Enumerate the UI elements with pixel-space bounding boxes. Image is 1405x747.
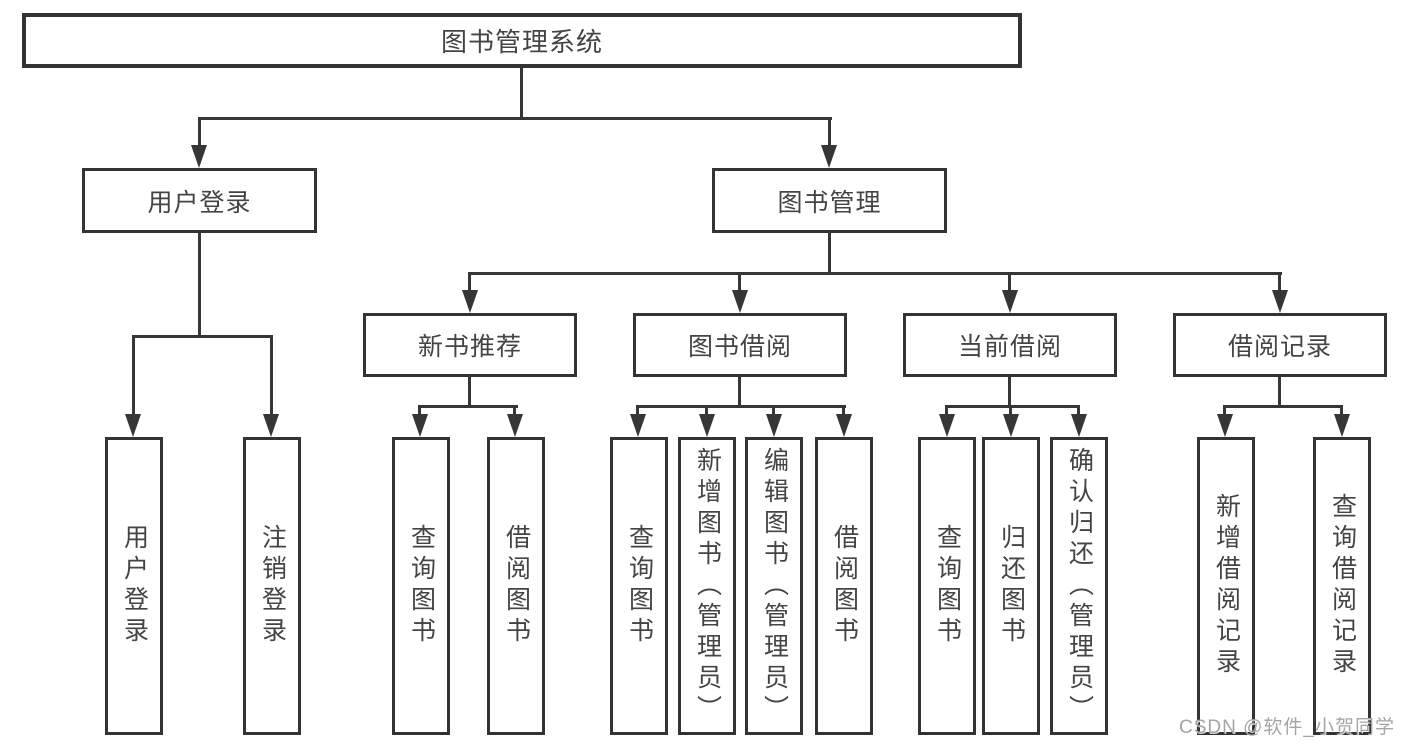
- connector-vline: [1223, 405, 1226, 417]
- node-root: 图书管理系统: [22, 13, 1022, 68]
- leaf-label: 归还图书: [997, 524, 1026, 648]
- leaf-search-borrow-record: 查询借阅记录: [1313, 437, 1371, 735]
- node-label: 图书管理: [777, 188, 882, 217]
- leaf-label: 查询图书: [933, 524, 962, 648]
- arrowhead-down-icon: [732, 290, 748, 313]
- leaf-search-books-recommend: 查询图书: [392, 437, 450, 735]
- arrowhead-down-icon: [699, 414, 715, 437]
- leaf-label: 编辑图书（管理员）: [760, 446, 789, 726]
- arrowhead-down-icon: [939, 414, 955, 437]
- leaf-logout: 注销登录: [243, 437, 301, 735]
- connector-vline: [468, 377, 471, 408]
- node-label: 新书推荐: [417, 333, 522, 361]
- arrowhead-down-icon: [1334, 414, 1350, 437]
- arrowhead-down-icon: [125, 414, 141, 437]
- connector-hline: [418, 405, 518, 408]
- connector-vline: [738, 272, 741, 293]
- connector-vline: [1278, 377, 1281, 408]
- node-book-management: 图书管理: [712, 168, 947, 233]
- node-new-book-recommendation: 新书推荐: [363, 313, 577, 377]
- connector-hline: [198, 117, 832, 120]
- arrowhead-down-icon: [630, 414, 646, 437]
- connector-vline: [418, 405, 421, 417]
- leaf-label: 注销登录: [258, 524, 287, 648]
- node-label: 图书借阅: [687, 333, 792, 361]
- connector-vline: [1008, 377, 1011, 408]
- leaf-search-books-borrowing: 查询图书: [610, 437, 668, 735]
- connector-vline: [1077, 405, 1080, 417]
- connector-vline: [198, 117, 201, 148]
- connector-vline: [828, 117, 831, 148]
- arrowhead-down-icon: [191, 145, 207, 168]
- arrowhead-down-icon: [1002, 290, 1018, 313]
- leaf-return-books: 归还图书: [982, 437, 1040, 735]
- connector-vline: [772, 405, 775, 417]
- connector-hline: [468, 272, 1282, 275]
- leaf-search-books-current: 查询图书: [918, 437, 976, 735]
- node-label: 当前借阅: [957, 333, 1062, 361]
- connector-vline: [738, 377, 741, 408]
- leaf-label: 查询图书: [407, 524, 436, 648]
- connector-vline: [468, 272, 471, 293]
- leaf-edit-books-admin: 编辑图书（管理员）: [745, 437, 803, 735]
- arrowhead-down-icon: [1217, 414, 1233, 437]
- arrowhead-down-icon: [1003, 414, 1019, 437]
- leaf-label: 用户登录: [120, 524, 149, 648]
- arrowhead-down-icon: [836, 414, 852, 437]
- arrowhead-down-icon: [507, 414, 523, 437]
- node-label: 图书管理系统: [440, 27, 603, 57]
- connector-vline: [1278, 272, 1281, 293]
- leaf-label: 查询图书: [625, 524, 654, 648]
- leaf-label: 新增图书（管理员）: [693, 446, 722, 726]
- connector-vline: [270, 335, 273, 417]
- connector-hline: [132, 335, 273, 338]
- leaf-add-borrow-record: 新增借阅记录: [1197, 437, 1255, 735]
- connector-vline: [198, 233, 201, 335]
- connector-vline: [636, 405, 639, 417]
- connector-hline: [636, 405, 846, 408]
- node-label: 借阅记录: [1227, 333, 1332, 361]
- node-user-login: 用户登录: [82, 168, 317, 233]
- leaf-label: 查询借阅记录: [1328, 493, 1357, 679]
- connector-vline: [132, 335, 135, 417]
- arrowhead-down-icon: [766, 414, 782, 437]
- connector-hline: [945, 405, 1080, 408]
- leaf-user-login: 用户登录: [105, 437, 163, 735]
- node-borrowing-records: 借阅记录: [1173, 313, 1387, 377]
- arrowhead-down-icon: [821, 145, 837, 168]
- connector-vline: [1008, 272, 1011, 293]
- leaf-label: 借阅图书: [502, 524, 531, 648]
- connector-vline: [513, 405, 516, 417]
- node-label: 用户登录: [147, 188, 252, 217]
- arrowhead-down-icon: [263, 414, 279, 437]
- connector-vline: [828, 233, 831, 275]
- leaf-borrow-books: 借阅图书: [815, 437, 873, 735]
- connector-hline: [1223, 405, 1343, 408]
- watermark: CSDN @软件_小贺同学: [1179, 717, 1395, 738]
- arrowhead-down-icon: [1272, 290, 1288, 313]
- connector-vline: [520, 68, 523, 117]
- leaf-label: 确认归还（管理员）: [1065, 446, 1094, 726]
- node-current-borrowing: 当前借阅: [903, 313, 1117, 377]
- arrowhead-down-icon: [1071, 414, 1087, 437]
- node-book-borrowing: 图书借阅: [633, 313, 847, 377]
- connector-vline: [945, 405, 948, 417]
- leaf-label: 借阅图书: [830, 524, 859, 648]
- leaf-borrow-books-recommend: 借阅图书: [487, 437, 545, 735]
- connector-vline: [1340, 405, 1343, 417]
- connector-vline: [842, 405, 845, 417]
- leaf-confirm-return-admin: 确认归还（管理员）: [1050, 437, 1108, 735]
- leaf-add-books-admin: 新增图书（管理员）: [678, 437, 736, 735]
- connector-vline: [705, 405, 708, 417]
- connector-vline: [1009, 405, 1012, 417]
- arrowhead-down-icon: [412, 414, 428, 437]
- leaf-label: 新增借阅记录: [1212, 493, 1241, 679]
- arrowhead-down-icon: [462, 290, 478, 313]
